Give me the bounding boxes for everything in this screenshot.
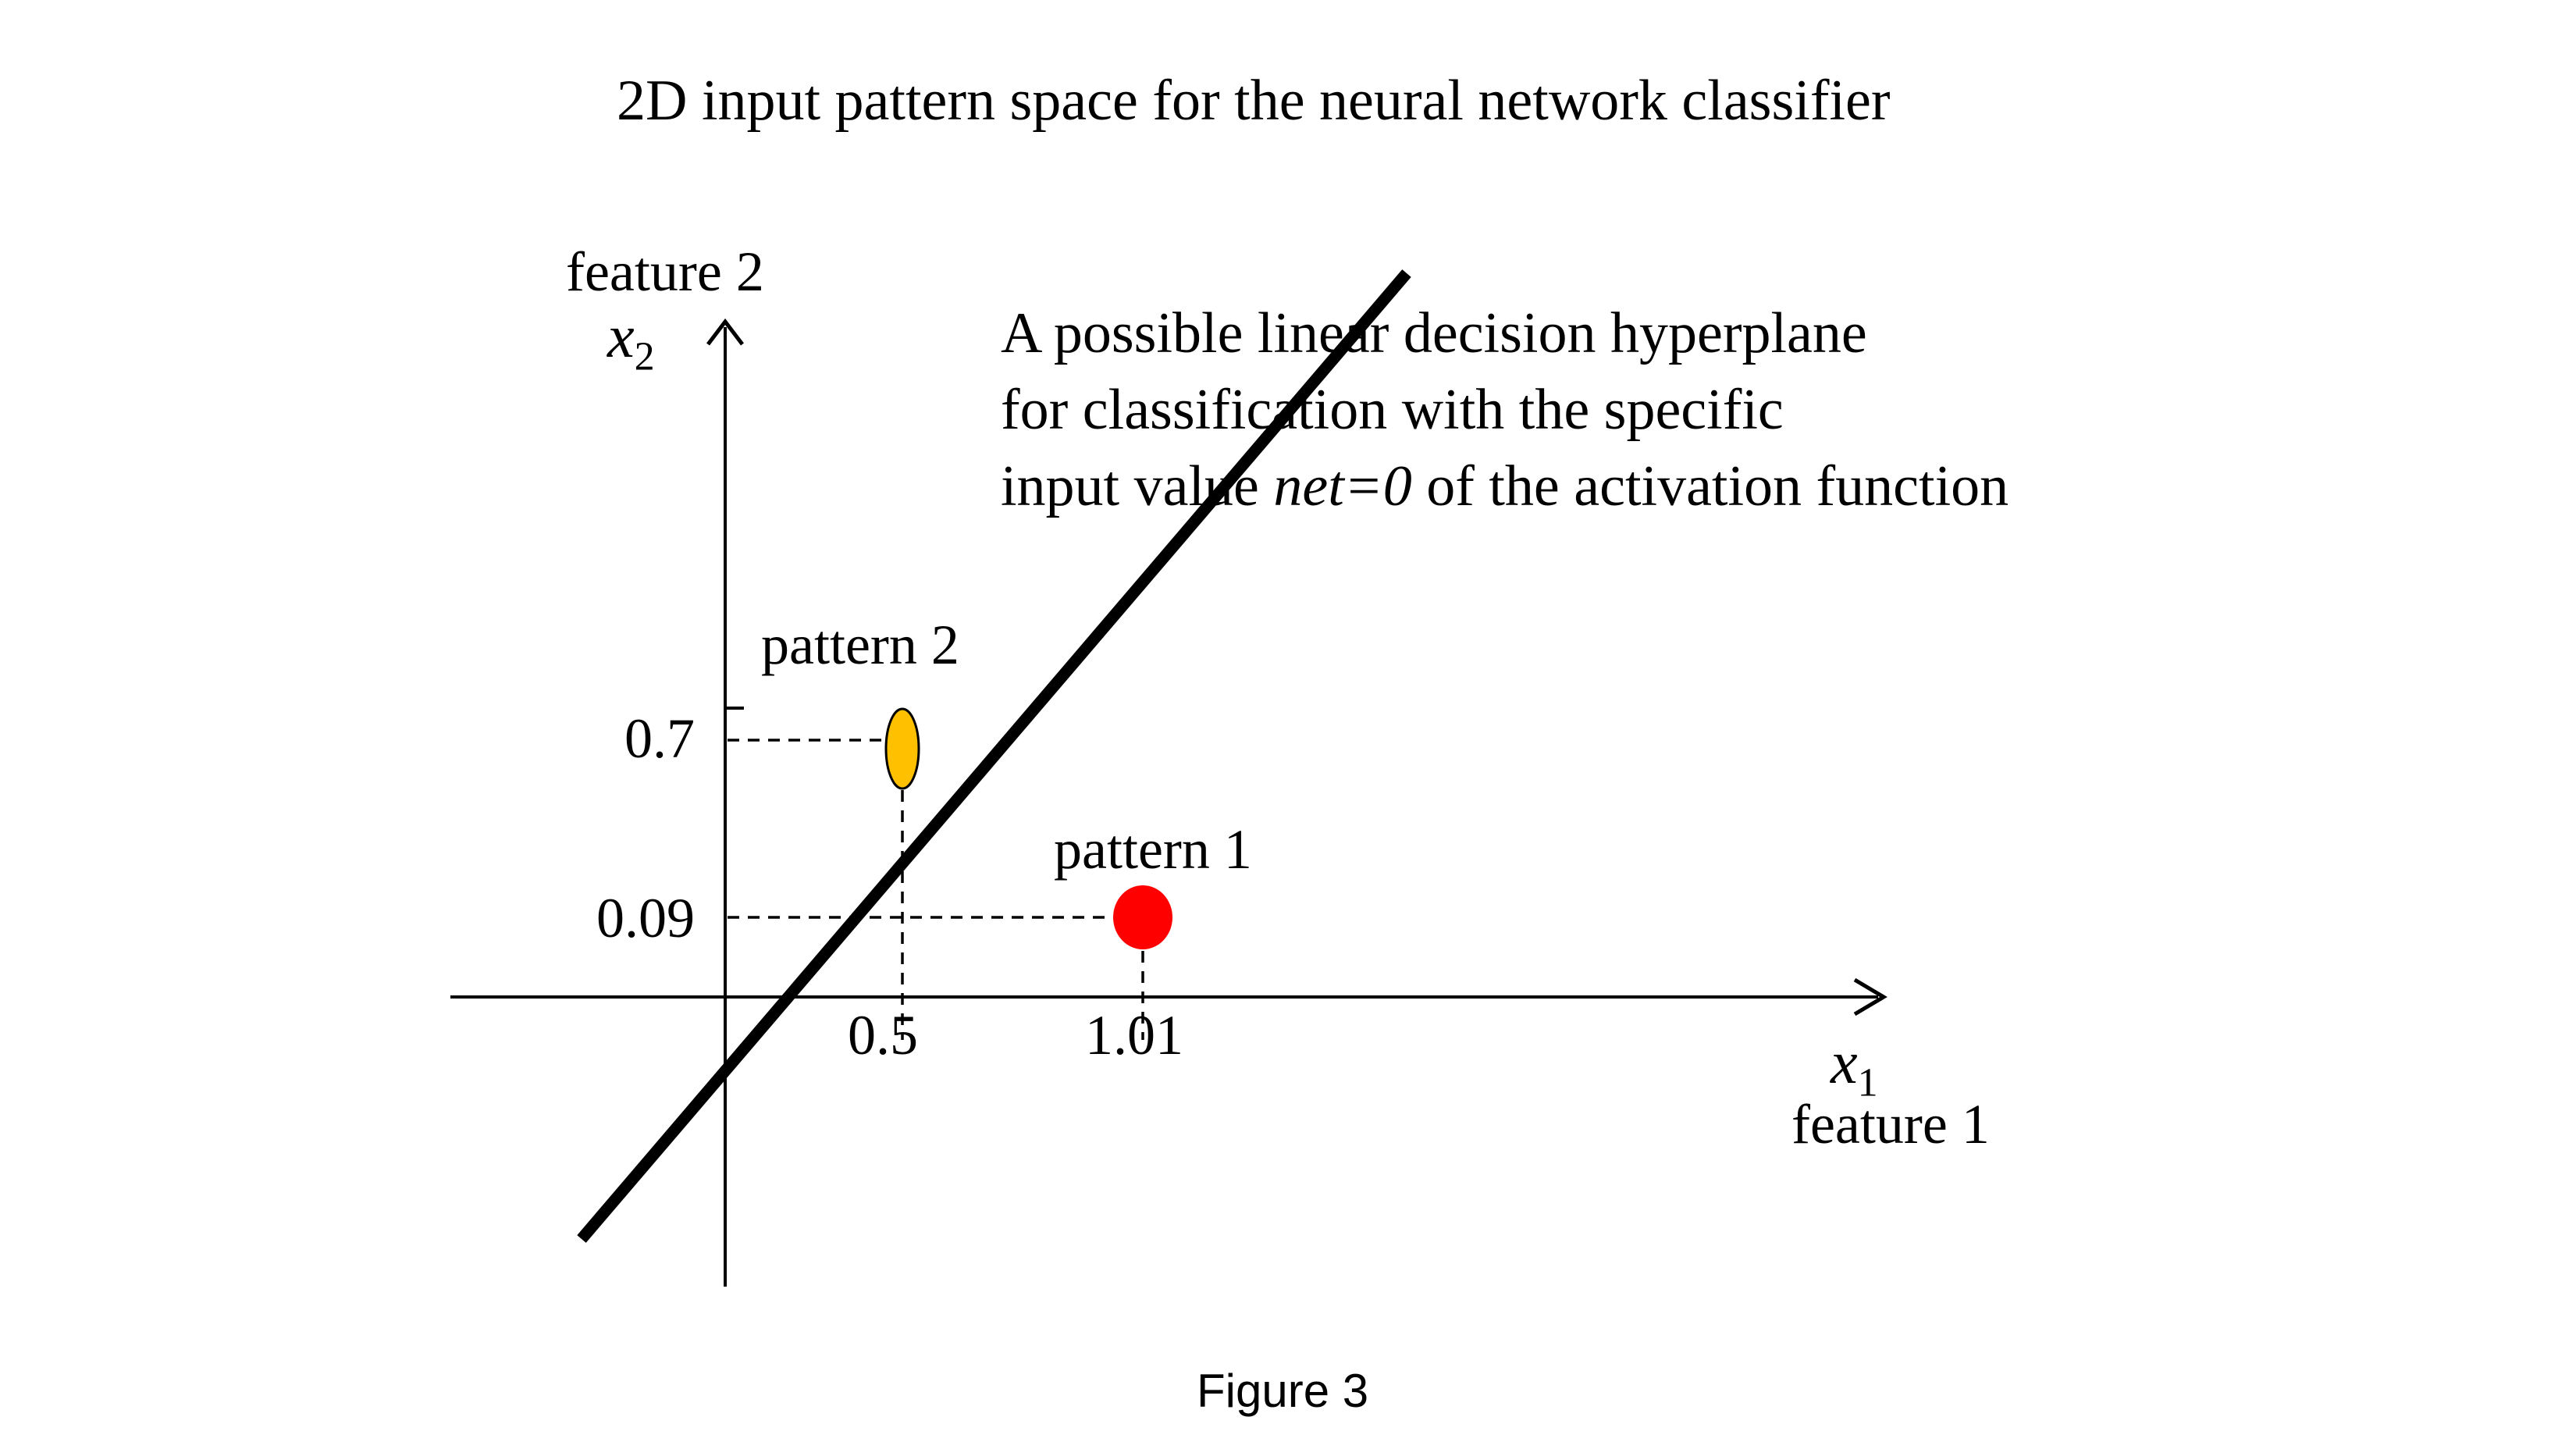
annotation-line-2: for classification with the specific <box>1001 378 1784 442</box>
y-axis-variable-name: x <box>607 302 635 370</box>
x-axis-arrowhead-icon <box>1853 977 1888 1016</box>
pattern-1-marker <box>1113 885 1172 949</box>
annotation-line-1: A possible linear decision hyperplane <box>1001 301 1867 365</box>
y-tick-label-0.7: 0.7 <box>624 707 695 770</box>
annotation-net-equals-zero: net=0 <box>1273 454 1412 518</box>
x-axis-variable: x1 <box>1831 1032 1878 1104</box>
pattern-2-label: pattern 2 <box>761 614 959 676</box>
y-axis-variable: x2 <box>607 306 655 378</box>
annotation-line-3: input value net=0 of the activation func… <box>1001 448 2008 525</box>
x-axis-label: feature 1 <box>1791 1093 1990 1155</box>
y-tick-label-0.09: 0.09 <box>596 887 695 949</box>
y-axis-variable-subscript: 2 <box>634 334 655 379</box>
y-axis-label: feature 2 <box>566 240 764 303</box>
figure-caption: Figure 3 <box>1197 1365 1369 1417</box>
pattern-1-label: pattern 1 <box>1054 818 1252 881</box>
pattern-2-marker <box>884 707 920 790</box>
annotation-line-3-post: of the activation function <box>1411 454 2009 518</box>
decision-hyperplane-line <box>577 269 1411 1243</box>
y-axis-arrowhead-icon <box>706 318 744 346</box>
x-tick-label-1.01: 1.01 <box>1085 1004 1183 1066</box>
x-axis-variable-name: x <box>1831 1028 1858 1096</box>
annotation-line-3-pre: input value <box>1001 454 1274 518</box>
x-axis-variable-subscript: 1 <box>1857 1060 1878 1105</box>
hyperplane-annotation: A possible linear decision hyperplane fo… <box>1001 295 2008 525</box>
chart-title: 2D input pattern space for the neural ne… <box>617 69 1891 133</box>
x-tick-label-0.5: 0.5 <box>848 1004 918 1066</box>
